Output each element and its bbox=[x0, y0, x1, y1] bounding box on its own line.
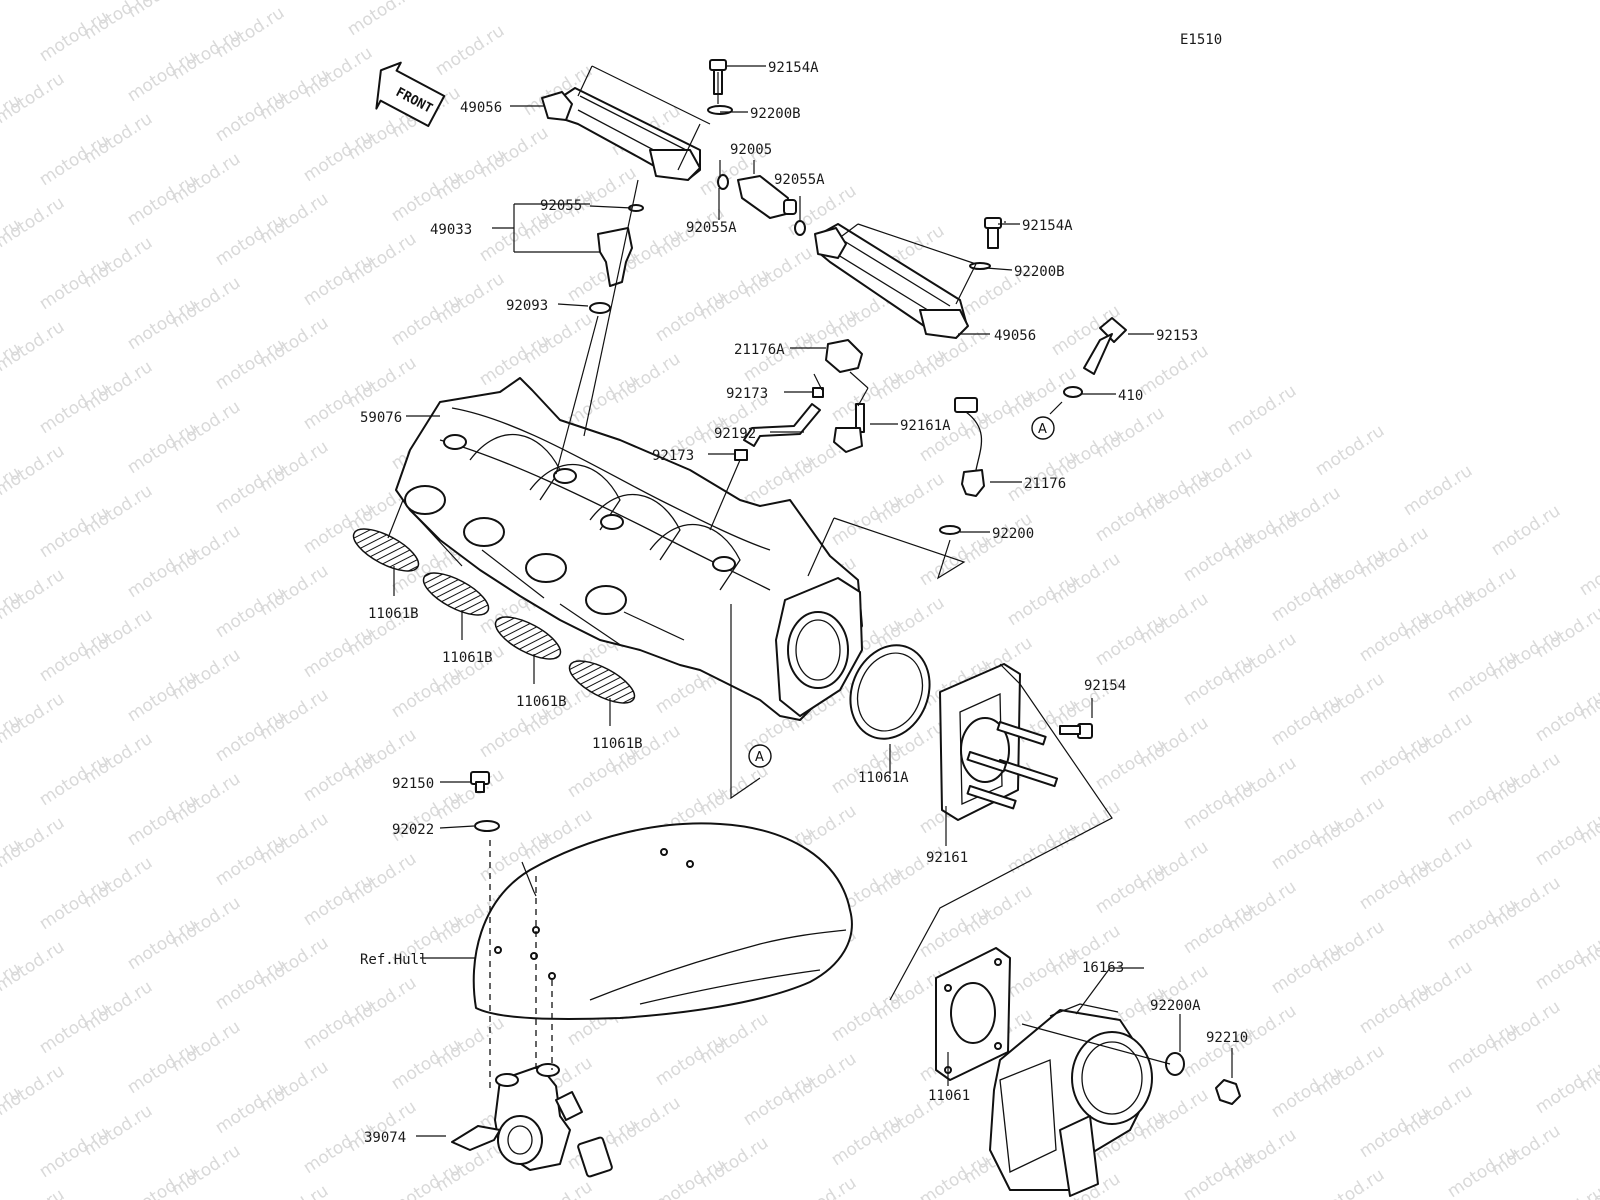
sensor-21176A bbox=[825, 339, 863, 373]
fuel-rail-right bbox=[814, 223, 969, 339]
label-92055: 92055 bbox=[540, 198, 582, 214]
hull-reference bbox=[472, 822, 853, 1020]
o-ring-11061A bbox=[849, 644, 931, 740]
intake-manifold-59076 bbox=[395, 377, 863, 721]
label-92154: 92154 bbox=[1084, 678, 1126, 694]
label-49033: 49033 bbox=[430, 222, 472, 238]
washer-92200 bbox=[939, 525, 961, 535]
label-11061A: 11061A bbox=[858, 770, 909, 786]
o-ring-92055A-right bbox=[794, 220, 806, 236]
watermark-text: motod.ru bbox=[1400, 461, 1476, 520]
svg-text:A: A bbox=[1038, 422, 1047, 437]
reference-marker-a-upper: A bbox=[1031, 416, 1055, 440]
label-92200A: 92200A bbox=[1150, 998, 1201, 1014]
label-92173-bottom: 92173 bbox=[652, 448, 694, 464]
label-49056-right: 49056 bbox=[994, 328, 1036, 344]
watermark-text: motod.ru bbox=[388, 1159, 464, 1200]
o-ring-410 bbox=[1063, 386, 1083, 398]
label-21176: 21176 bbox=[1024, 476, 1066, 492]
label-11061B-1: 11061B bbox=[368, 606, 419, 622]
watermark-text: motod.ru bbox=[652, 1155, 728, 1200]
watermark-text: motod.ru bbox=[1136, 341, 1212, 400]
part-labels: 92154A 92200B 49056 92005 92055A 92055A … bbox=[360, 60, 1248, 1146]
hose-92192 bbox=[743, 403, 821, 447]
label-59076: 59076 bbox=[360, 410, 402, 426]
label-92200B-top: 92200B bbox=[750, 106, 801, 122]
gasket-11061 bbox=[935, 947, 1011, 1081]
diagram-code: E1510 bbox=[1180, 32, 1222, 48]
washer-92200A bbox=[1165, 1052, 1185, 1076]
watermark-text: motod.ru bbox=[784, 1173, 860, 1200]
watermark-text: motod.ru bbox=[0, 0, 24, 26]
leader-lines bbox=[387, 65, 1233, 1137]
label-92022: 92022 bbox=[392, 822, 434, 838]
label-92150: 92150 bbox=[392, 776, 434, 792]
watermark-text: motod.ru bbox=[124, 1163, 200, 1200]
label-16163: 16163 bbox=[1082, 960, 1124, 976]
joint-92005 bbox=[737, 175, 797, 219]
label-92161A: 92161A bbox=[900, 418, 951, 434]
watermark-text: motod.ru bbox=[0, 1185, 68, 1200]
bolt-92150 bbox=[470, 771, 490, 793]
label-92153: 92153 bbox=[1156, 328, 1198, 344]
gasket-11061B-1 bbox=[352, 528, 420, 572]
label-ref-hull: Ref.Hull bbox=[360, 952, 427, 968]
label-92161: 92161 bbox=[926, 850, 968, 866]
label-92005: 92005 bbox=[730, 142, 772, 158]
label-92154A-top: 92154A bbox=[768, 60, 819, 76]
label-11061B-4: 11061B bbox=[592, 736, 643, 752]
label-11061: 11061 bbox=[928, 1088, 970, 1104]
reference-marker-a-lower: A bbox=[748, 744, 772, 768]
washer-92200B-top bbox=[707, 105, 733, 115]
throttle-cable-bracket-39074 bbox=[451, 1063, 613, 1178]
front-arrow-icon: FRONT bbox=[375, 61, 446, 128]
sensor-92161A bbox=[833, 403, 865, 453]
watermark-text: motod.ru bbox=[1312, 1165, 1388, 1200]
bolt-92153 bbox=[1083, 317, 1127, 375]
washer-92200B-right bbox=[969, 262, 991, 270]
label-92192: 92192 bbox=[714, 426, 756, 442]
watermark-text: motod.ru bbox=[1224, 381, 1300, 440]
washer-92022 bbox=[474, 820, 500, 832]
watermark-text: motod.ru bbox=[432, 21, 508, 80]
label-92200: 92200 bbox=[992, 526, 1034, 542]
gasket-11061B-2 bbox=[422, 572, 490, 616]
clamp-92173-top bbox=[812, 387, 824, 398]
gasket-11061B-4 bbox=[568, 660, 636, 704]
label-410: 410 bbox=[1118, 388, 1143, 404]
bolt-92154A-right bbox=[984, 217, 1002, 249]
watermark-text: motod.ru bbox=[520, 1177, 596, 1200]
label-92154A-right: 92154A bbox=[1022, 218, 1073, 234]
watermark-text: motod.ru bbox=[1312, 421, 1388, 480]
label-92093: 92093 bbox=[506, 298, 548, 314]
label-11061B-3: 11061B bbox=[516, 694, 567, 710]
watermark-text: motod.ru bbox=[344, 0, 420, 40]
label-39074: 39074 bbox=[364, 1130, 406, 1146]
label-49056-left: 49056 bbox=[460, 100, 502, 116]
sensor-21176 bbox=[954, 397, 985, 497]
watermark-text: motod.ru bbox=[256, 1181, 332, 1200]
svg-text:A: A bbox=[755, 750, 764, 765]
label-21176A: 21176A bbox=[734, 342, 785, 358]
label-92210: 92210 bbox=[1206, 1030, 1248, 1046]
watermark-text: motod.ru bbox=[1576, 541, 1600, 600]
gasket-11061B-3 bbox=[494, 616, 562, 660]
label-92200B-right: 92200B bbox=[1014, 264, 1065, 280]
label-92055A-right: 92055A bbox=[774, 172, 825, 188]
label-92173-top: 92173 bbox=[726, 386, 768, 402]
seal-92093 bbox=[589, 302, 611, 314]
throttle-body-16163 bbox=[989, 1003, 1153, 1197]
fuel-rail-left bbox=[541, 87, 701, 181]
label-11061B-2: 11061B bbox=[442, 650, 493, 666]
watermark-text: motod.ru bbox=[0, 0, 68, 4]
label-92055A-left: 92055A bbox=[686, 220, 737, 236]
watermark-text: motod.ru bbox=[1532, 1183, 1600, 1200]
nut-92210 bbox=[1215, 1079, 1241, 1105]
spacer-92161 bbox=[939, 663, 1059, 821]
o-ring-92055A-left bbox=[717, 174, 729, 190]
watermark-text: motod.ru bbox=[1488, 501, 1564, 560]
bolt-92154 bbox=[1059, 723, 1093, 739]
clamp-92173-bottom bbox=[734, 449, 748, 461]
